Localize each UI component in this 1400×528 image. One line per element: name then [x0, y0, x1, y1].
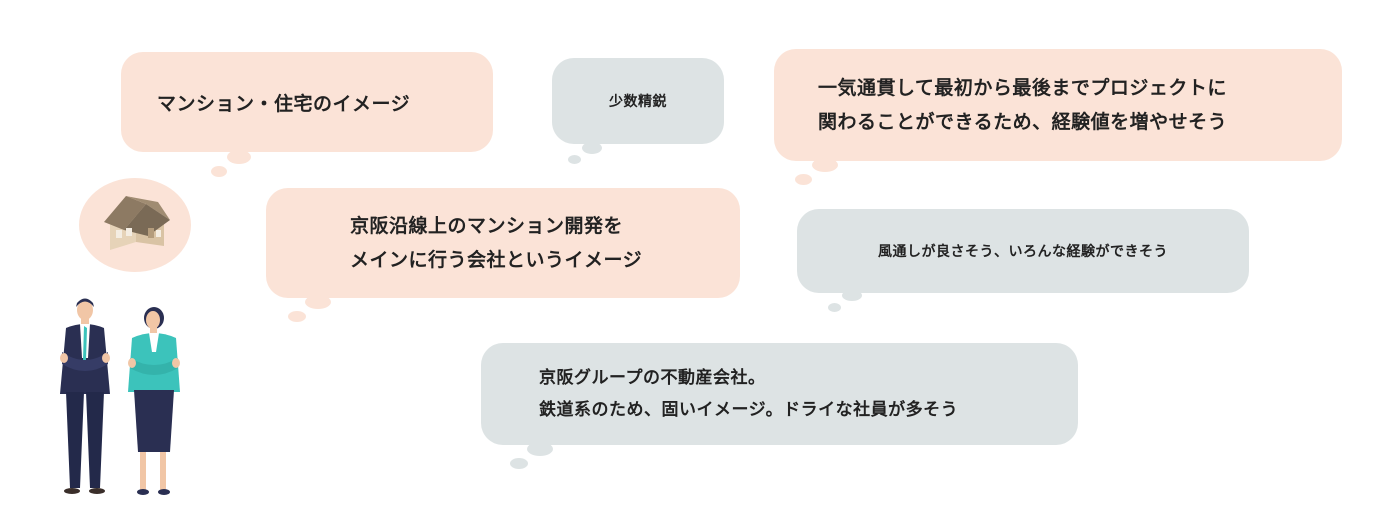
speech-bubble-keihan-group: 京阪グループの不動産会社。 鉄道系のため、固いイメージ。ドライな社員が多そう [481, 343, 1078, 445]
bubble-tail-dot [288, 311, 306, 322]
bubble-text-line: 関わることができるため、経験値を増やせそう [818, 111, 1228, 133]
bubble-text-line: メインに行う会社というイメージ [350, 249, 643, 271]
speech-bubble-end-to-end: 一気通貫して最初から最後までプロジェクトに 関わることができるため、経験値を増や… [774, 49, 1342, 161]
businessman-figure [60, 298, 110, 494]
bubble-tail-dot [812, 158, 838, 172]
speech-bubble-housing-image: マンション・住宅のイメージ [121, 52, 493, 152]
bubble-text-line: マンション・住宅のイメージ [157, 92, 411, 115]
bubble-tail-dot [227, 150, 251, 164]
speech-bubble-condo-development: 京阪沿線上のマンション開発を メインに行う会社というイメージ [266, 188, 740, 298]
bubble-tail-dot [305, 295, 331, 309]
businesswoman-figure [128, 307, 180, 495]
bubble-tail-dot [828, 303, 841, 312]
bubble-text-line: 京阪沿線上のマンション開発を [350, 215, 624, 237]
bubble-text-line: 一気通貫して最初から最後までプロジェクトに [818, 77, 1227, 99]
speech-bubble-open-culture: 風通しが良さそう、いろんな経験ができそう [797, 209, 1249, 293]
bubble-text-line: 少数精鋭 [609, 94, 667, 110]
bubble-tail-dot [795, 174, 812, 185]
bubble-text-line: 鉄道系のため、固いイメージ。ドライな社員が多そう [539, 400, 959, 420]
bubble-tail-dot [842, 290, 862, 301]
bubble-tail-dot [568, 155, 581, 164]
bubble-tail-dot [582, 142, 602, 154]
bubble-tail-dot [211, 166, 227, 177]
bubble-tail-dot [527, 442, 553, 456]
bubble-text-line: 風通しが良さそう、いろんな経験ができそう [878, 244, 1168, 260]
bubble-text-line: 京阪グループの不動産会社。 [539, 368, 766, 388]
house-icon [104, 196, 170, 250]
bubble-tail-dot [510, 458, 528, 469]
speech-bubble-elite: 少数精鋭 [552, 58, 724, 144]
